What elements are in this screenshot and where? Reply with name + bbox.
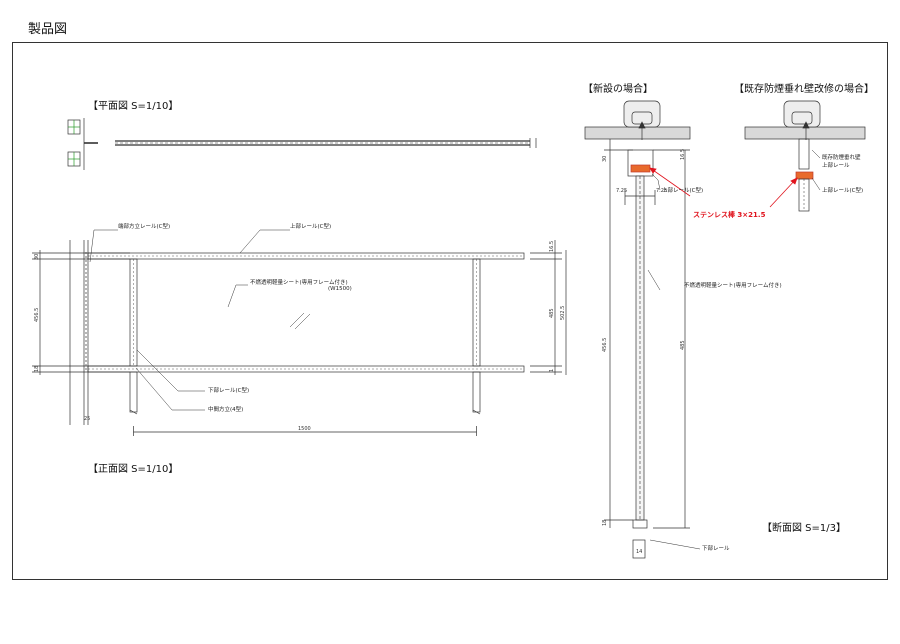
label-top-rail: 上部レール(C型): [290, 224, 332, 230]
section-label-top-rail: 上部レール(C型): [662, 188, 704, 194]
dim-width-1500: 1500: [298, 426, 311, 432]
dim-right-485: 485: [549, 308, 555, 318]
page-title: 製品図: [28, 22, 68, 37]
retrofit-label-top-rail-existing: 上部レール: [822, 163, 850, 169]
dim-right-1: 1: [549, 368, 555, 372]
dim-left-30: 30: [34, 253, 40, 260]
retrofit-label-top-rail: 上部レール(C型): [822, 188, 864, 194]
new-install-title: 【新設の場合】: [583, 84, 653, 95]
section-label-bottom-rail: 下部レール: [702, 546, 730, 552]
dim-right-165: 16.5: [549, 240, 555, 252]
label-sheet: 不燃透明軽量シート(専用フレーム付き): [250, 280, 348, 286]
label-bottom-rail: 下部レール(C型): [208, 388, 250, 394]
section-new-install: [584, 100, 701, 559]
section-retrofit: [744, 100, 866, 212]
dim-bottom-25: 25: [84, 416, 91, 422]
label-sheet-width: (W1500): [328, 286, 352, 292]
section-label-sheet: 不燃透明軽量シート(専用フレーム付き): [684, 283, 782, 289]
section-label-stainless-bar: ステンレス棒 3×21.5: [693, 211, 766, 219]
label-mid-post: 中間方立(4型): [208, 407, 244, 413]
section-view-title: 【断面図 S=1/3】: [762, 523, 846, 534]
section-dim-30: 30: [602, 155, 608, 162]
dim-left-4565: 456.5: [34, 307, 40, 322]
section-dim-725a: 7.25: [616, 188, 628, 194]
retrofit-label-existing-wall: 既存防煙垂れ壁: [822, 155, 861, 161]
retrofit-title: 【既存防煙垂れ壁改修の場合】: [734, 84, 874, 95]
plan-view-title: 【平面図 S=1/10】: [88, 101, 179, 112]
section-dim-18: 18: [602, 519, 608, 526]
section-dim-4565: 456.5: [602, 337, 608, 352]
front-view-title: 【正面図 S=1/10】: [88, 464, 179, 475]
section-dim-14: 14: [636, 549, 643, 555]
section-dim-485: 485: [680, 340, 686, 350]
front-view: [32, 229, 567, 436]
drawing-frame: [12, 42, 888, 580]
section-dim-165: 16.5: [680, 148, 686, 160]
dim-left-18: 18: [34, 365, 40, 372]
section-dim-725b: 7.25: [656, 188, 668, 194]
plan-view: [67, 118, 537, 170]
dim-right-5025: 502.5: [560, 305, 566, 320]
label-end-post: 端部方立レール(C型): [118, 224, 171, 230]
